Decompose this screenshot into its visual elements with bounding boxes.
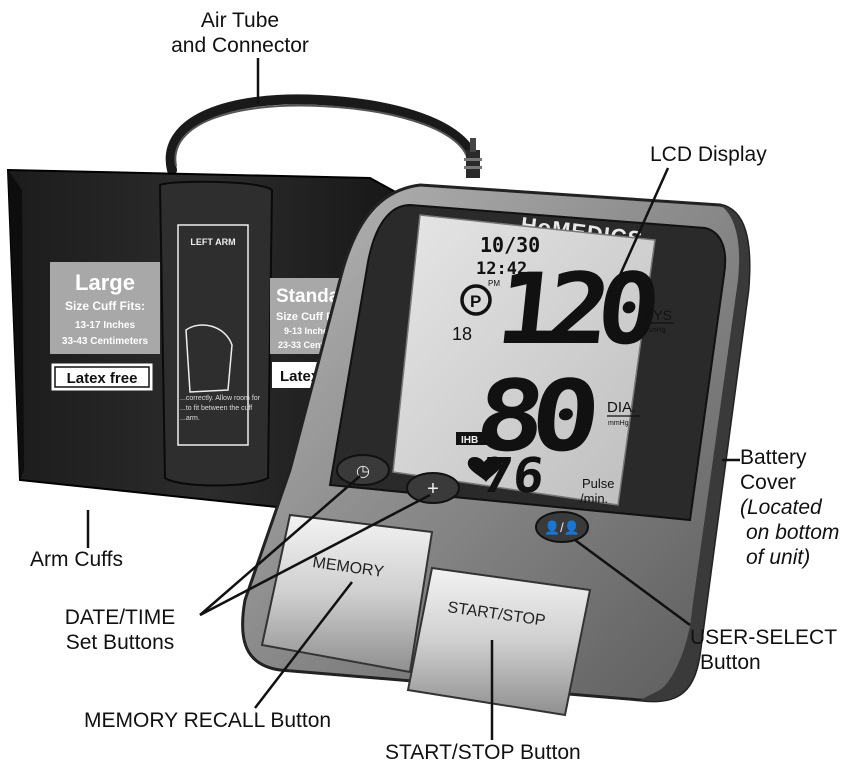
svg-text:...correctly. Allow room for: ...correctly. Allow room for [180, 395, 261, 402]
date-time-leader-2 [199, 493, 431, 617]
lcd-diastolic: 80 [470, 360, 600, 474]
user-select-line2: Button [700, 651, 761, 674]
memory-leader [254, 581, 353, 709]
memory-button[interactable]: MEMORY [260, 513, 434, 674]
start-stop-callout: START/STOP Button [385, 740, 581, 765]
battery-cover-note1: (Located [740, 496, 822, 519]
arm-cuffs-label: Arm Cuffs [30, 548, 123, 571]
start-stop-button[interactable]: START/STOP [406, 566, 592, 717]
lcd-systolic: 120 [491, 253, 660, 367]
air-tube-line2: and Connector [171, 34, 309, 57]
lcd-time: 12:42 [476, 259, 527, 279]
date-time-callout: DATE/TIME Set Buttons [40, 605, 200, 655]
battery-cover-line1: Battery [740, 446, 807, 469]
battery-cover-note2: on bottom [746, 521, 840, 544]
leader-lines [86, 58, 740, 740]
svg-text:23-33 Centimeters: 23-33 Centimeters [278, 340, 356, 350]
memory-recall-label: MEMORY RECALL Button [84, 709, 332, 732]
air-connector [464, 138, 482, 178]
air-tube-highlight [174, 104, 469, 167]
svg-text:9-13 Inches: 9-13 Inches [284, 326, 333, 336]
lcd-leader [618, 167, 670, 276]
large-size-label: Large Size Cuff Fits: 13-17 Inches 33-43… [50, 262, 160, 391]
svg-text:Large: Large [75, 270, 135, 295]
svg-text:LEFT ARM: LEFT ARM [190, 237, 235, 247]
lcd-pulse-label: Pulse [582, 476, 615, 491]
arm-cuffs-callout: Arm Cuffs [30, 547, 123, 572]
battery-cover-note3: of unit) [746, 546, 811, 569]
lcd-ihb-box [456, 432, 490, 445]
battery-cover-callout: Battery Cover (Located on bottom of unit… [740, 445, 839, 570]
lcd-sys-label: SYS [644, 307, 672, 323]
user-select-line1: USER-SELECT [690, 626, 838, 649]
lcd-sys-unit: mmHg [645, 327, 666, 334]
svg-text:...arm.: ...arm. [180, 415, 200, 422]
lcd-date: 10/30 [480, 233, 540, 257]
lcd-memory-number: 18 [452, 324, 472, 344]
lcd-dia-unit: mmHg [608, 420, 629, 427]
left-arm-panel: LEFT ARM ...correctly. Allow room for ..… [177, 224, 261, 446]
lcd-dia-label: DIA. [607, 399, 636, 416]
battery-cover-line2: Cover [740, 471, 797, 494]
lcd-display: 10/30 12:42 PM P 18 120 80 IHB 76 SYS mm… [392, 214, 674, 506]
lcd-pulse: 76 [479, 448, 547, 504]
lcd-ampm: PM [488, 279, 500, 288]
air-tube-line1: Air Tube [200, 9, 280, 32]
svg-text:13-17 Inches: 13-17 Inches [75, 320, 135, 331]
user-select-button[interactable]: 👤/👤 [535, 511, 589, 543]
svg-text:Latex free: Latex free [67, 370, 138, 387]
start-stop-label: START/STOP Button [385, 741, 581, 764]
lcd-pulse-unit: /min. [580, 491, 608, 506]
date-time-line2: Set Buttons [65, 631, 175, 654]
lcd-user-icon-ring [460, 284, 492, 316]
svg-text:33-43 Centimeters: 33-43 Centimeters [62, 336, 149, 347]
lcd-display-callout: LCD Display [650, 142, 767, 167]
user-select-callout: USER-SELECT Button [690, 625, 837, 675]
date-time-leader-1 [199, 475, 361, 616]
date-time-clock-button[interactable]: ◷ [336, 454, 390, 486]
heart-icon [467, 456, 502, 482]
lcd-user-icon: P [470, 292, 481, 311]
lcd-display-label: LCD Display [650, 143, 767, 166]
svg-text:Size Cuff Fits:: Size Cuff Fits: [65, 299, 145, 313]
plus-icon: + [427, 478, 439, 500]
date-time-plus-button[interactable]: + [406, 472, 460, 504]
lcd-ihb-label: IHB [461, 435, 478, 446]
air-tube [165, 94, 480, 175]
svg-text:...to fit between the cuff: ...to fit between the cuff [180, 405, 252, 412]
user-select-leader [574, 538, 691, 627]
date-time-line1: DATE/TIME [64, 606, 176, 629]
user-icon: 👤/👤 [544, 520, 580, 535]
air-tube-callout: Air Tube and Connector [140, 8, 340, 58]
memory-recall-callout: MEMORY RECALL Button [84, 708, 331, 733]
